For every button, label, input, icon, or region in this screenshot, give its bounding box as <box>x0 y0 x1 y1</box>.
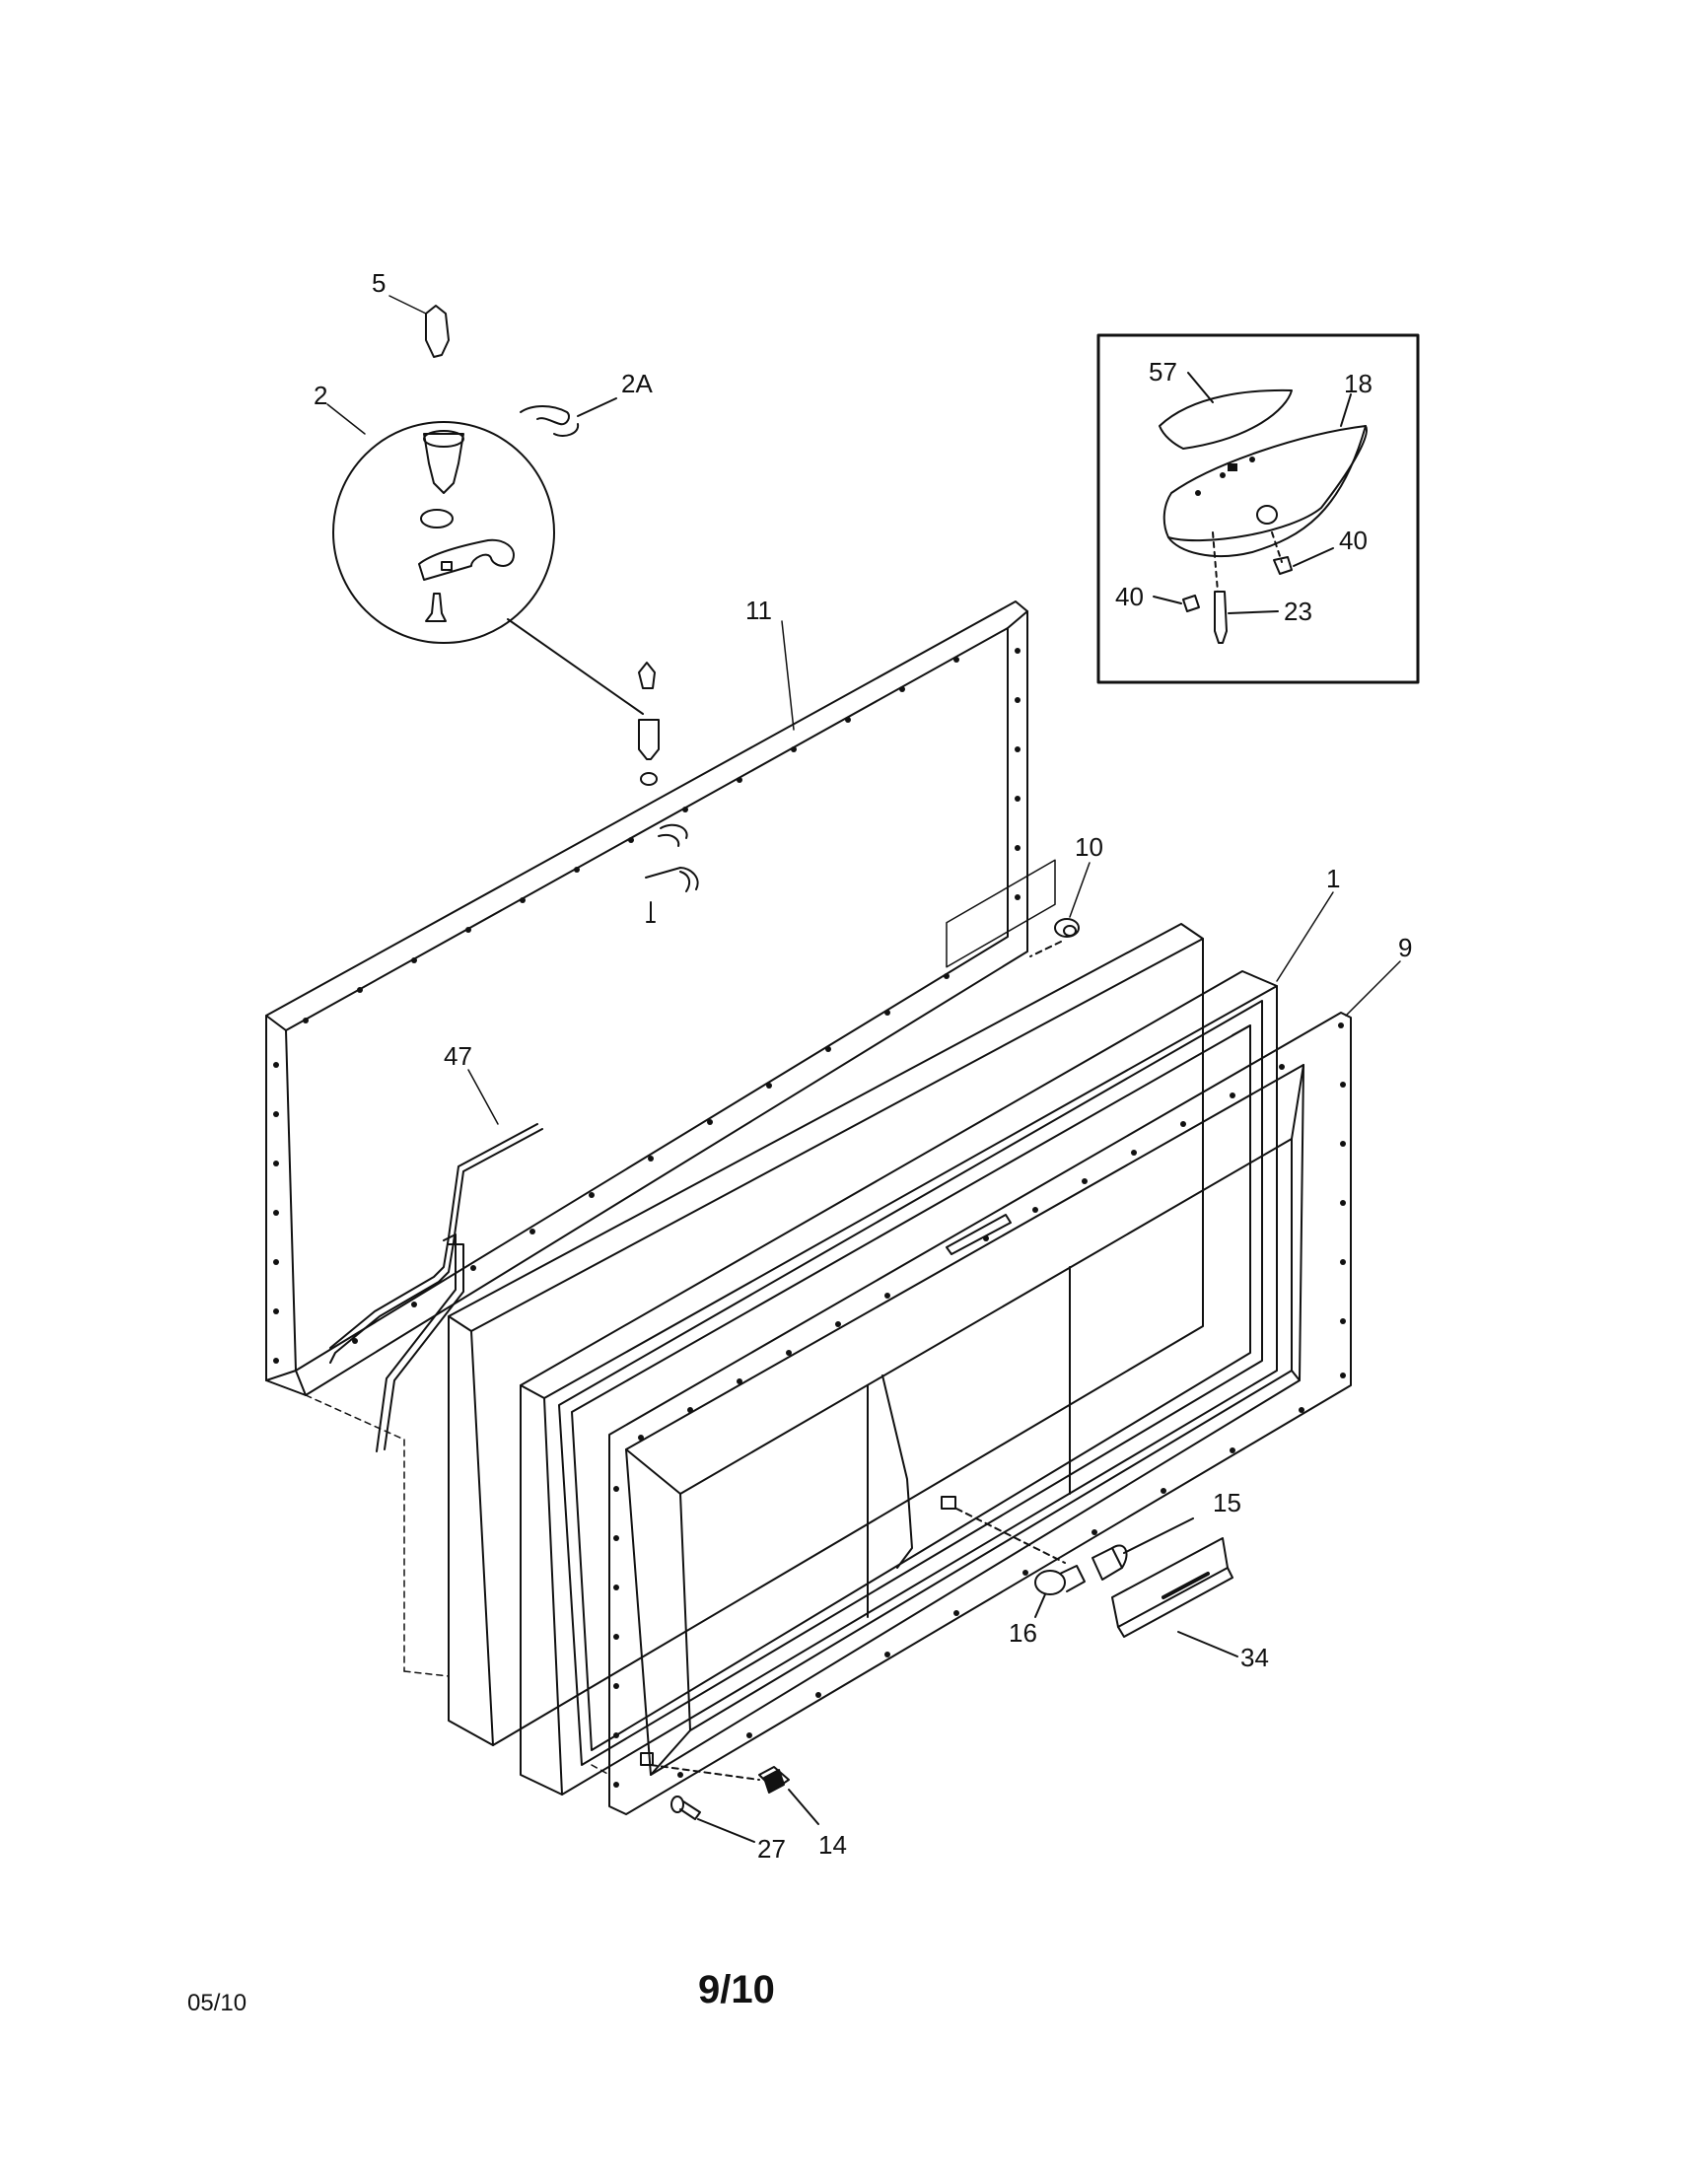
label-part-2a: 2A <box>621 369 653 398</box>
part-57-lens <box>1160 390 1292 449</box>
label-part-47: 47 <box>444 1041 472 1071</box>
page-number: 9/10 <box>698 1968 775 2011</box>
leader-lines <box>327 296 1400 1124</box>
label-part-15: 15 <box>1213 1488 1241 1517</box>
label-part-18: 18 <box>1344 369 1373 398</box>
light-assembly-inset <box>1098 335 1418 682</box>
insulation-block <box>449 924 1203 1745</box>
part-27-rivet <box>671 1797 754 1842</box>
part-16-light-bulb <box>956 1509 1085 1617</box>
part-40-nut-right <box>1274 557 1292 574</box>
alignment-lines <box>306 1395 609 1775</box>
label-part-2: 2 <box>314 381 327 410</box>
part-10-plug <box>1030 919 1079 956</box>
part-2-lock-detail-circle <box>333 422 643 714</box>
lock-assembly-on-panel <box>639 663 698 922</box>
label-part-11: 11 <box>745 596 772 625</box>
label-part-1: 1 <box>1326 864 1340 893</box>
part-23-pin <box>1215 592 1227 643</box>
part-47-heater-wire <box>330 1124 542 1451</box>
part-9-outer-door-panel <box>609 860 1351 1814</box>
label-part-10: 10 <box>1075 832 1103 862</box>
label-part-40-left: 40 <box>1115 582 1144 611</box>
part-labels: 5 2A 2 11 10 1 9 47 57 18 40 40 23 15 16… <box>314 268 1412 1864</box>
part-14-switch <box>651 1765 818 1824</box>
revision-date: 05/10 <box>187 1990 247 2016</box>
label-part-57: 57 <box>1149 357 1177 387</box>
part-5-key <box>426 306 449 357</box>
label-part-5: 5 <box>372 268 386 298</box>
label-part-16: 16 <box>1009 1618 1037 1648</box>
label-part-34: 34 <box>1240 1643 1269 1672</box>
part-11-door-liner <box>266 601 1027 1395</box>
part-40-nut-left <box>1183 596 1199 611</box>
label-part-9: 9 <box>1398 933 1412 962</box>
label-part-23: 23 <box>1284 597 1312 626</box>
part-15-light-socket <box>1092 1518 1193 1580</box>
label-part-14: 14 <box>818 1830 847 1860</box>
label-part-27: 27 <box>757 1834 786 1864</box>
part-2a-clip <box>521 398 616 436</box>
label-part-40-right: 40 <box>1339 526 1368 555</box>
part-1-door-gasket <box>521 971 1277 1795</box>
part-34-handle-trim <box>1112 1538 1237 1656</box>
